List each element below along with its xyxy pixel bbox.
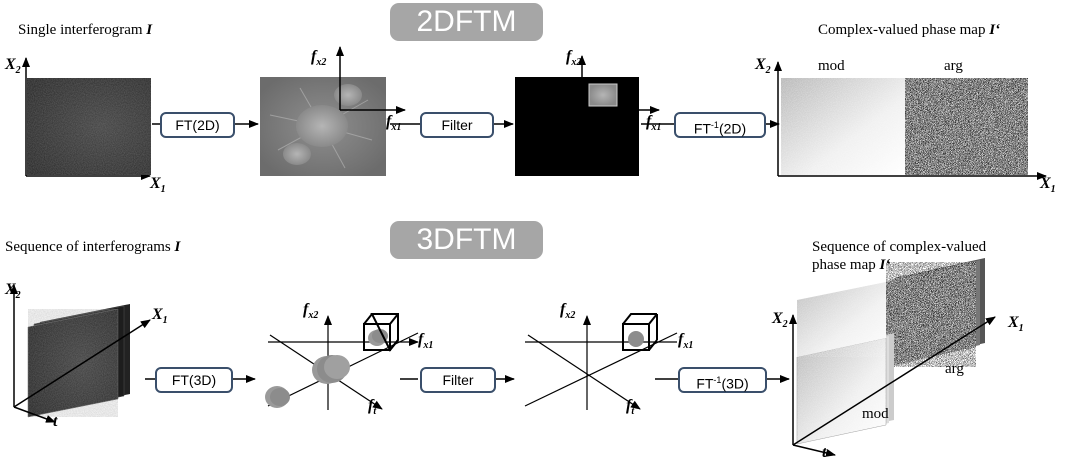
title-3dftm: 3DFTM (390, 221, 543, 259)
top-spectrum-image (260, 77, 386, 176)
axis-label-ft-bottom-filtered: ft (626, 397, 635, 418)
axis-label-t-bottom-output: t (822, 444, 827, 461)
label-arg-bottom: arg (945, 361, 964, 377)
axis-label-ft-bottom-spectrum: ft (368, 397, 377, 418)
ift-3d-button[interactable]: FT-1(3D) (678, 367, 767, 393)
ift-2d-button[interactable]: FT-1(2D) (674, 112, 766, 138)
ft-2d-button[interactable]: FT(2D) (160, 112, 235, 138)
axis-label-fx1-bottom-filtered: fx1 (678, 331, 694, 352)
axis-label-fx2-bottom-filtered: fx2 (560, 301, 576, 322)
axis-label-t-bottom-input: t (53, 413, 58, 430)
label-arg-top: arg (944, 58, 963, 74)
axis-label-fx2-bottom-spectrum: fx2 (303, 301, 319, 322)
filter-3d-button[interactable]: Filter (420, 367, 496, 393)
bottom-filtered-cube (622, 313, 658, 351)
bottom-interferogram-stack (27, 304, 130, 418)
ft-3d-button[interactable]: FT(3D) (155, 367, 233, 393)
axis-label-x1-bottom-output: X1 (1008, 314, 1024, 335)
bottom-spectrum-blobs (265, 329, 388, 408)
bottom-phase-map-axes (789, 314, 996, 457)
top-interferogram-axes (22, 57, 151, 180)
caption-bottom-input: Sequence of interferograms I (5, 239, 181, 255)
axis-label-fx1-top-filtered: fx1 (646, 113, 662, 134)
axis-label-fx2-top-filtered: fx2 (566, 48, 582, 69)
axis-label-x2-bottom-input: X2 (5, 281, 21, 302)
axis-label-x1-top-output: X1 (1040, 175, 1056, 196)
title-2dftm: 2DFTM (390, 3, 543, 41)
bottom-filtered-axes (524, 315, 678, 410)
top-interferogram-image (27, 78, 151, 175)
label-mod-bottom: mod (862, 406, 889, 422)
axis-label-fx2-top-spectrum: fx2 (311, 48, 327, 69)
caption-bottom-output-line1: Sequence of complex-valued (812, 239, 987, 255)
top-filtered-image (515, 77, 639, 176)
top-phase-map-axes (774, 61, 1047, 180)
axis-label-x1-bottom-input: X1 (152, 306, 168, 327)
top-phase-map-image (781, 78, 1028, 175)
axis-label-x2-top-output: X2 (755, 56, 771, 77)
bottom-interferogram-axes (10, 284, 151, 423)
caption-top-output: Complex-valued phase map I‘ (818, 22, 1001, 38)
caption-bottom-output-line2: phase map I‘ (812, 257, 891, 273)
axis-label-x2-bottom-output: X2 (772, 310, 788, 331)
top-spectrum-axes (336, 46, 406, 114)
axis-label-fx1-bottom-spectrum: fx1 (418, 331, 434, 352)
axis-label-x2-top-input: X2 (5, 56, 21, 77)
filter-2d-button[interactable]: Filter (420, 112, 494, 138)
caption-top-input: Single interferogram I (18, 22, 153, 38)
bottom-spectrum-cube (363, 313, 399, 352)
axis-label-fx1-top-spectrum: fx1 (386, 113, 402, 134)
label-mod-top: mod (818, 58, 845, 74)
top-filtered-axes (578, 55, 660, 114)
bottom-phase-map-stack (796, 258, 985, 445)
axis-label-x1-top-input: X1 (150, 175, 166, 196)
